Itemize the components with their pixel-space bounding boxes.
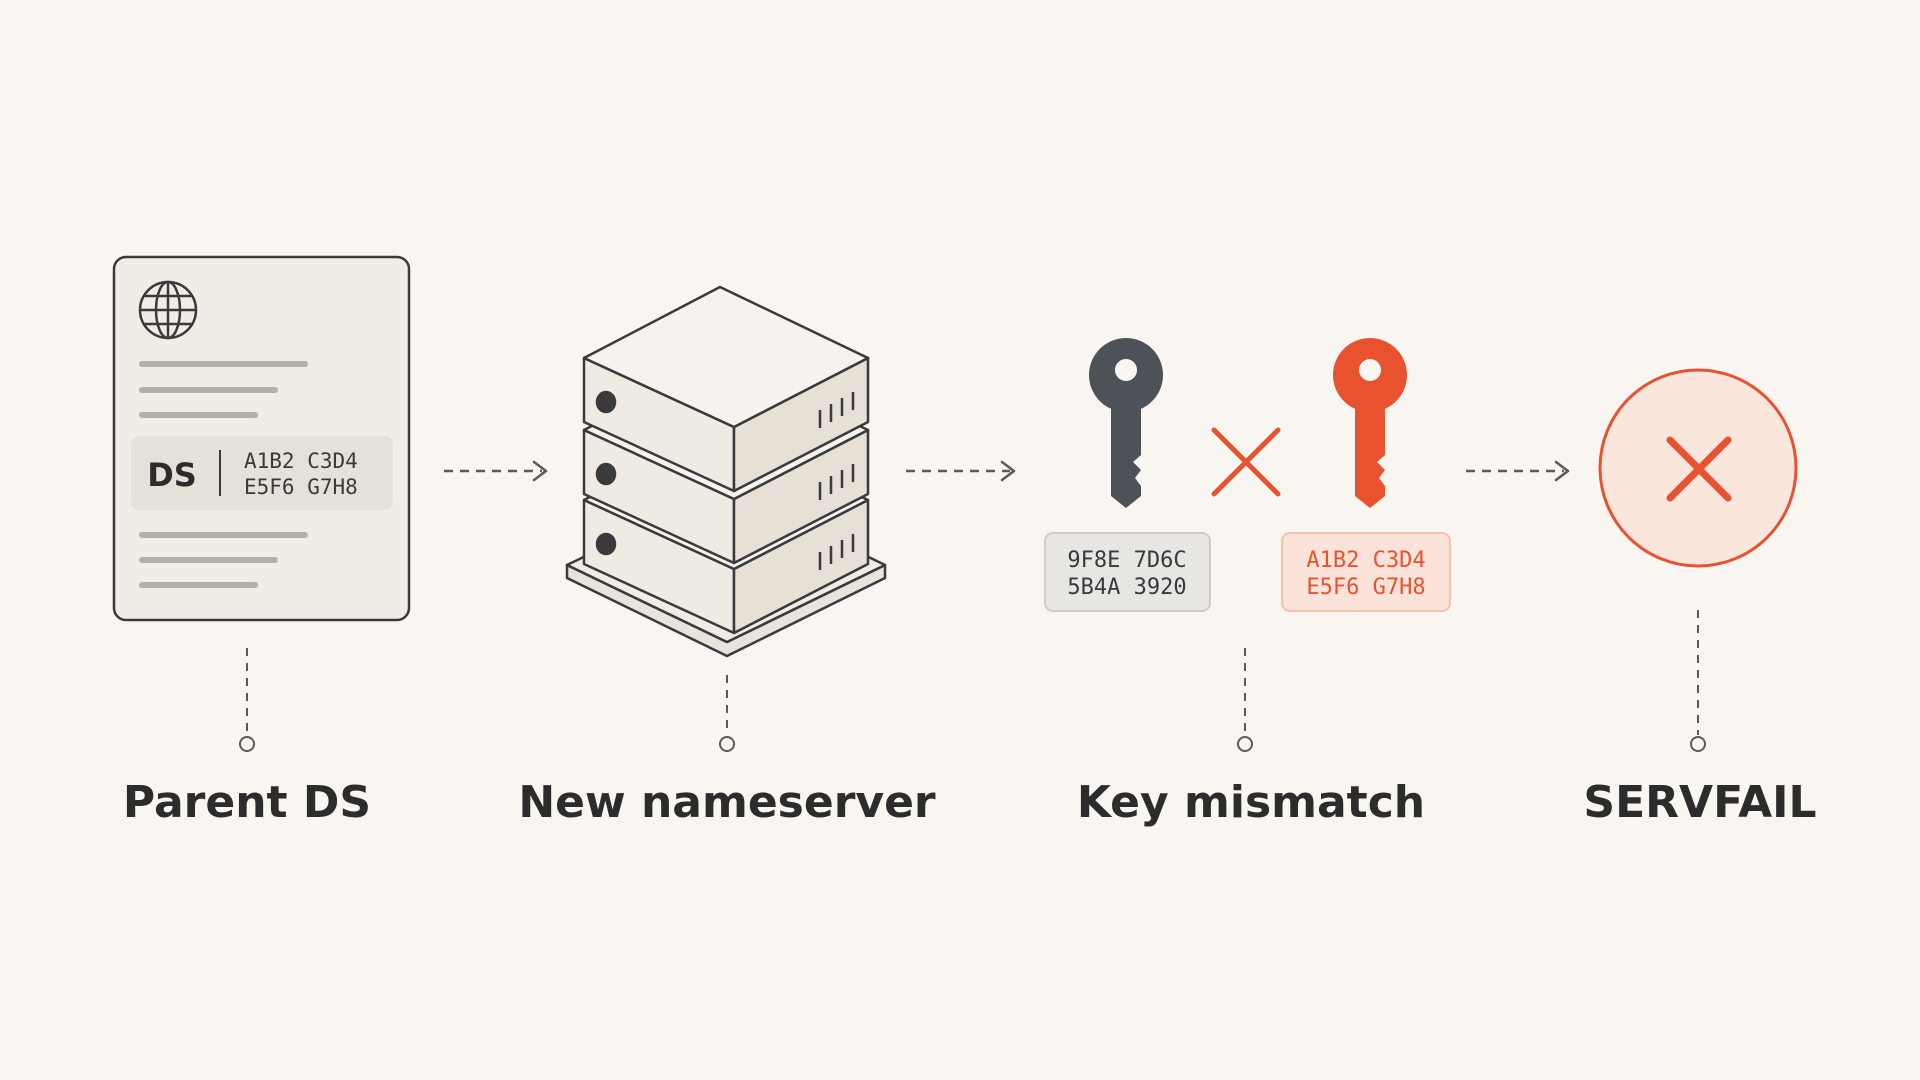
stage-label-parent-ds: Parent DS	[123, 777, 371, 828]
label-connectors	[239, 610, 1706, 752]
connector-key-mismatch	[1237, 648, 1253, 752]
right-key-hash-badge: A1B2 C3D4 E5F6 G7H8	[1281, 532, 1451, 612]
ds-record-highlight	[131, 436, 393, 510]
server-unit-1	[582, 285, 870, 493]
stage-label-nameserver: New nameserver	[518, 777, 936, 828]
cross-icon	[1211, 427, 1281, 497]
document-text-lines-top	[139, 361, 308, 418]
flow-arrow-3	[1466, 460, 1570, 482]
ds-hash-line-2: E5F6 G7H8	[244, 475, 358, 499]
connector-parent-ds	[239, 648, 255, 752]
flow-arrow-2	[906, 460, 1016, 482]
globe-icon	[138, 280, 198, 340]
stage-label-servfail: SERVFAIL	[1583, 777, 1816, 828]
ds-tag: DS	[147, 456, 197, 494]
server-stack-icon	[565, 285, 887, 658]
left-key-hash-badge: 9F8E 7D6C 5B4A 3920	[1044, 532, 1211, 612]
right-key-hash-line-1: A1B2 C3D4	[1306, 548, 1425, 573]
key-mismatch-group: 9F8E 7D6C 5B4A 3920 A1B2 C3D4 E5F6 G7H8	[1044, 338, 1451, 612]
left-key-hash-line-2: 5B4A 3920	[1067, 575, 1186, 600]
stage-label-key-mismatch: Key mismatch	[1077, 777, 1425, 828]
document-text-lines-bottom	[139, 532, 308, 588]
key-icon	[1089, 338, 1164, 508]
ds-hash-line-1: A1B2 C3D4	[244, 449, 358, 473]
key-icon	[1333, 338, 1408, 508]
right-key-hash-line-2: E5F6 G7H8	[1306, 575, 1425, 600]
left-key-hash-line-1: 9F8E 7D6C	[1067, 548, 1186, 573]
connector-nameserver	[719, 675, 735, 752]
parent-ds-card: DS A1B2 C3D4 E5F6 G7H8	[112, 255, 411, 622]
flow-arrow-1	[444, 460, 548, 482]
error-circle-icon	[1598, 368, 1798, 568]
ds-record-row: DS A1B2 C3D4 E5F6 G7H8	[131, 436, 393, 510]
connector-servfail	[1690, 610, 1706, 752]
